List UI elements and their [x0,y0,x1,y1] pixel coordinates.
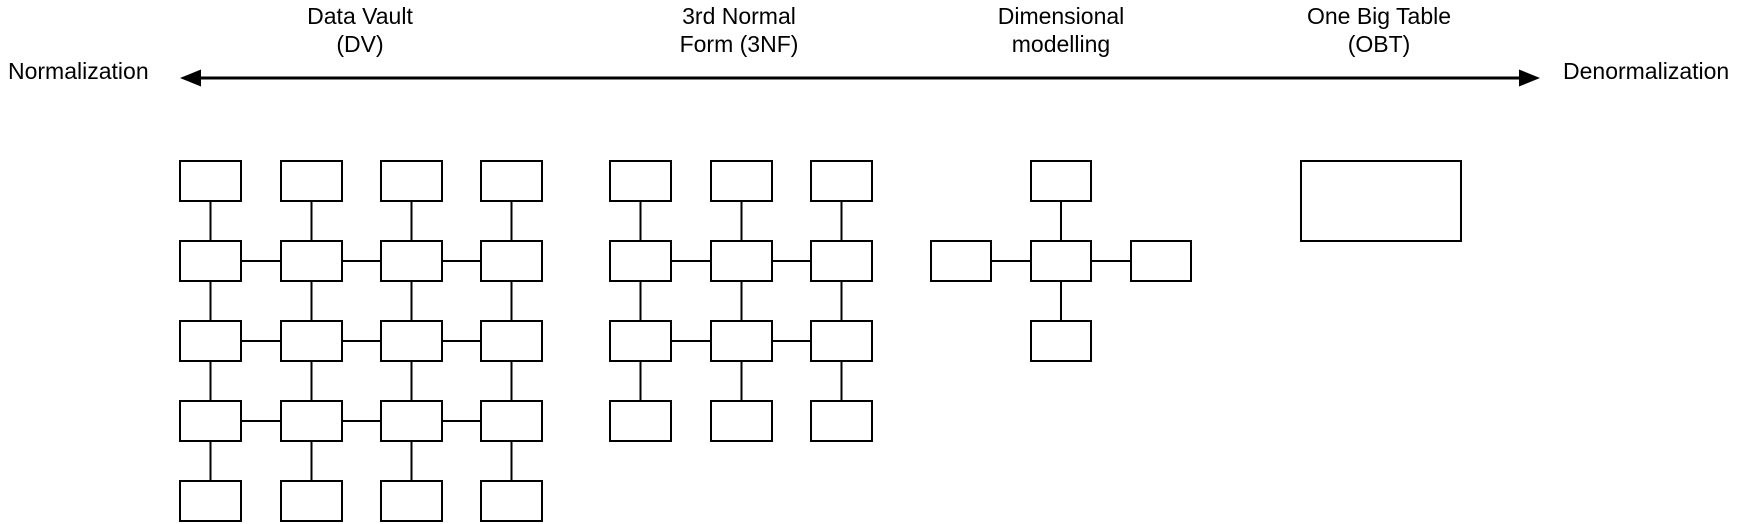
method-title-line: (DV) [336,31,384,57]
data-vault-table-box [280,160,343,202]
axis-arrowhead-right-icon [1519,69,1540,87]
normalization-label: Normalization [8,58,149,84]
dimensional-modelling-table-box [1030,240,1092,282]
data-vault-table-box [380,480,443,522]
third-normal-form-table-box [609,400,672,442]
method-title-line: One Big Table [1306,3,1452,29]
data-vault-table-box [179,320,242,362]
third-normal-form-table-box [710,160,773,202]
axis-arrowhead-left-icon [180,69,201,87]
data-vault-table-box [480,320,543,362]
third-normal-form-table-box [810,320,873,362]
third-normal-form-table-box [710,240,773,282]
data-vault-table-box [380,320,443,362]
method-title-third-normal-form: 3rd Normal Form (3NF) [680,2,799,58]
dimensional-modelling-table-box [1130,240,1192,282]
data-vault-table-box [480,160,543,202]
data-vault-table-box [179,400,242,442]
method-title-dimensional-modelling: Dimensional modelling [998,2,1125,58]
third-normal-form-table-box [609,320,672,362]
data-vault-table-box [280,400,343,442]
data-vault-table-box [179,160,242,202]
data-vault-table-box [280,480,343,522]
third-normal-form-table-box [810,160,873,202]
data-vault-table-box [280,320,343,362]
third-normal-form-table-box [609,160,672,202]
denormalization-label: Denormalization [1563,58,1730,84]
method-title-line: Dimensional [997,3,1125,29]
method-title-data-vault: Data Vault (DV) [307,2,413,58]
data-vault-table-box [280,240,343,282]
third-normal-form-table-box [710,320,773,362]
data-vault-table-box [179,480,242,522]
data-vault-table-box [480,480,543,522]
method-title-line: Data Vault [307,3,413,29]
method-title-line: (OBT) [1347,31,1411,57]
third-normal-form-table-box [609,240,672,282]
dimensional-modelling-table-box [930,240,992,282]
method-title-one-big-table: One Big Table (OBT) [1307,2,1451,58]
data-vault-table-box [380,160,443,202]
method-title-line: modelling [1011,31,1111,57]
third-normal-form-table-box [810,240,873,282]
third-normal-form-table-box [710,400,773,442]
method-title-line: Form (3NF) [679,31,799,57]
third-normal-form-table-box [810,400,873,442]
data-vault-table-box [179,240,242,282]
method-title-line: 3rd Normal [682,3,796,29]
data-vault-table-box [480,240,543,282]
one-big-table-table-box [1300,160,1462,242]
dimensional-modelling-table-box [1030,320,1092,362]
dimensional-modelling-table-box [1030,160,1092,202]
data-vault-table-box [380,400,443,442]
data-vault-table-box [380,240,443,282]
data-vault-table-box [480,400,543,442]
